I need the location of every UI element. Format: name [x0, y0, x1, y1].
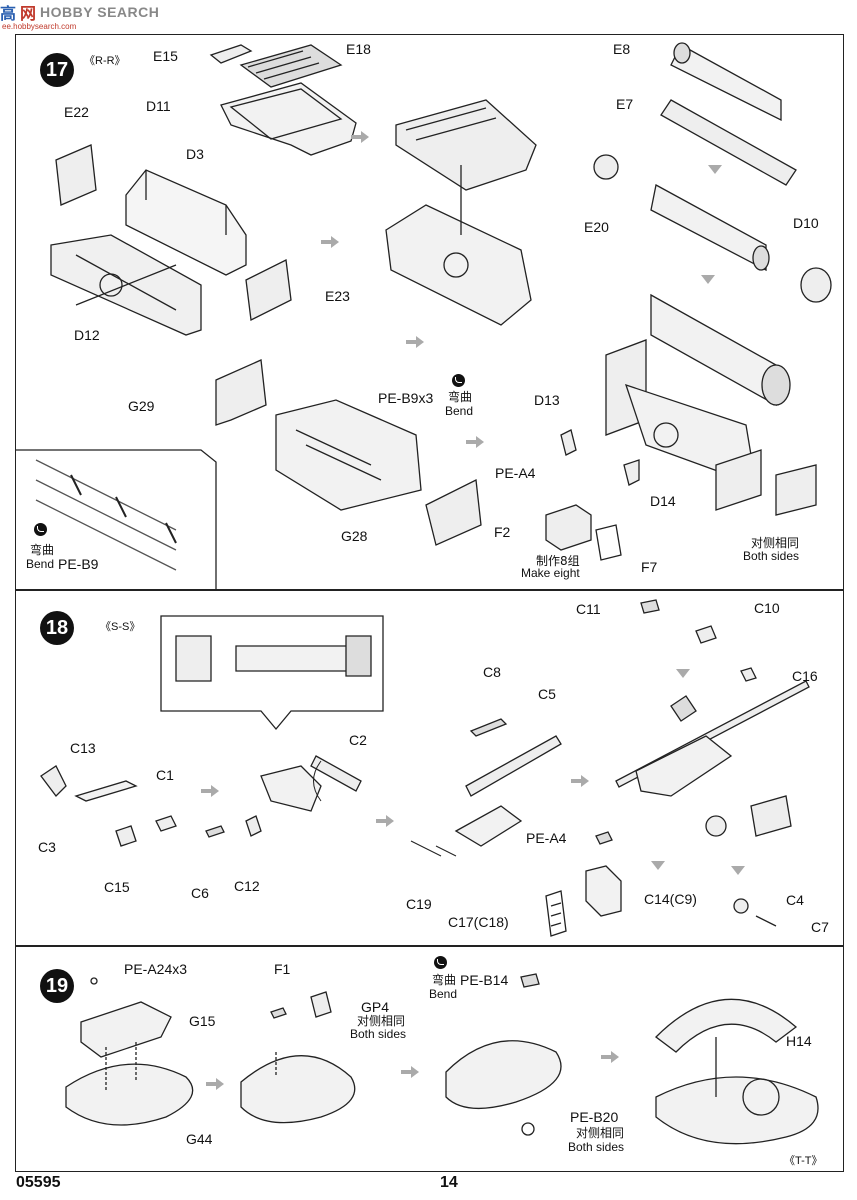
bend-label-cn: 弯曲 [448, 390, 473, 404]
part-label: G29 [128, 398, 155, 414]
part-label: C3 [38, 839, 56, 855]
part-label: PE-A24x3 [124, 961, 188, 977]
section-label: 《T-T》 [784, 1155, 823, 1167]
part-label: E7 [616, 96, 634, 112]
make-eight-label: Make eight [521, 566, 580, 580]
part-label: F7 [641, 559, 658, 575]
part-label: F1 [274, 961, 291, 977]
part-label: C15 [104, 879, 130, 895]
part-label: E8 [613, 41, 631, 57]
step-19-illustration [65, 973, 819, 1145]
step-number: 18 [40, 611, 74, 645]
part-label: G28 [341, 528, 368, 544]
part-label: D3 [186, 146, 204, 162]
bend-label-cn: 弯曲 [30, 543, 55, 557]
bend-label: Bend [26, 557, 55, 571]
watermark-char: 网 [20, 4, 37, 23]
part-label: E20 [584, 219, 609, 235]
part-label: G44 [186, 1131, 213, 1147]
part-label: PE-B9x3 [378, 390, 434, 406]
part-label: D12 [74, 327, 100, 343]
bend-label-cn: 弯曲 [432, 973, 457, 987]
part-label: E15 [153, 48, 178, 64]
part-label: C17(C18) [448, 914, 509, 930]
bend-label: Bend [445, 404, 474, 418]
both-sides-cn: 对侧相同 [751, 536, 800, 550]
bend-icon [452, 374, 465, 387]
watermark-text: HOBBY SEARCH [40, 4, 160, 20]
step-18-illustration [40, 599, 810, 937]
part-label: C12 [234, 878, 260, 894]
part-label: PE-B14 [460, 972, 509, 988]
part-label: C2 [349, 732, 367, 748]
part-label: PE-A4 [495, 465, 536, 481]
part-label: E18 [346, 41, 371, 57]
part-label: C19 [406, 896, 432, 912]
step-number: 17 [40, 53, 74, 87]
bend-icon [34, 523, 47, 536]
both-sides-cn: 对侧相同 [357, 1014, 406, 1028]
part-label: E22 [64, 104, 89, 120]
part-label: D11 [146, 98, 171, 114]
part-label: C6 [191, 885, 209, 901]
section-label: 《S-S》 [100, 621, 141, 633]
part-label: C10 [754, 600, 780, 616]
section-label: 《R-R》 [84, 55, 126, 67]
part-label: C4 [786, 892, 804, 908]
part-label: C14(C9) [644, 891, 697, 907]
part-label: C16 [792, 668, 818, 684]
part-label: C1 [156, 767, 174, 783]
both-sides-label: Both sides [350, 1027, 407, 1041]
step-17-illustration [16, 42, 832, 591]
step-number: 19 [40, 969, 74, 1003]
step-19-panel: 19 PE-A24x3 G15 G44 F1 GP4 对侧相同 Both sid… [15, 946, 844, 1172]
step-18-panel: 18 《S-S》 C11 C10 C16 C8 C5 C13 C1 C3 C15… [15, 590, 844, 946]
part-label: C11 [576, 601, 601, 617]
part-label: C7 [811, 919, 829, 935]
make-eight-cn: 制作8组 [536, 554, 580, 568]
bend-icon [434, 956, 447, 969]
part-label: C8 [483, 664, 501, 680]
page-number: 14 [440, 1174, 458, 1191]
bend-label: Bend [429, 987, 458, 1001]
part-label: F2 [494, 524, 511, 540]
part-label: H14 [786, 1033, 812, 1049]
both-sides-label: Both sides [568, 1140, 625, 1154]
both-sides-label: Both sides [743, 549, 800, 563]
part-label: D10 [793, 215, 819, 231]
product-code: 05595 [16, 1174, 61, 1191]
step-17-panel: 17 《R-R》 E15 E18 D11 E22 D3 D12 E23 E8 E… [15, 34, 844, 591]
both-sides-cn: 对侧相同 [576, 1126, 625, 1140]
watermark-char: 高 [0, 4, 17, 23]
part-label: PE-B9 [58, 556, 99, 572]
part-label: C13 [70, 740, 96, 756]
watermark-url: ee.hobbysearch.com [2, 22, 77, 31]
part-label: E23 [325, 288, 350, 304]
part-label: C5 [538, 686, 556, 702]
watermark-logo: 高 网 HOBBY SEARCH [0, 0, 159, 24]
part-label: PE-A4 [526, 830, 567, 846]
part-label: PE-B20 [570, 1109, 619, 1125]
part-label: D14 [650, 493, 676, 509]
part-label: G15 [189, 1013, 216, 1029]
part-label: GP4 [361, 999, 390, 1015]
part-label: D13 [534, 392, 560, 408]
